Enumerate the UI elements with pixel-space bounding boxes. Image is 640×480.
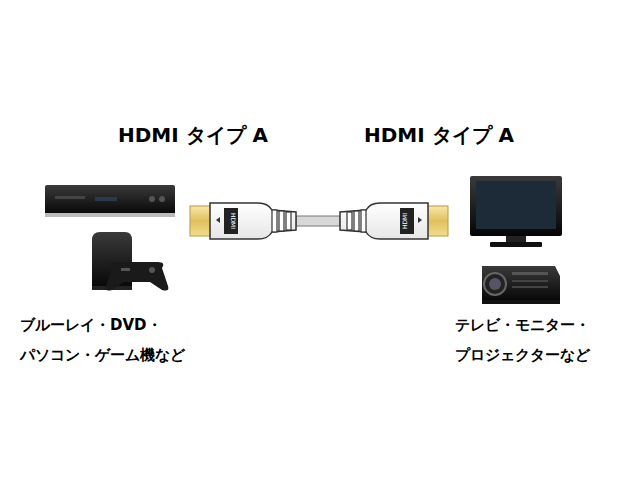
- svg-text:HDMI: HDMI: [401, 213, 408, 229]
- display-devices: テレビ・モニター・ プロジェクターなど: [455, 310, 601, 370]
- projector: [482, 266, 560, 304]
- television: [470, 176, 562, 247]
- svg-text:HDMI: HDMI: [230, 213, 237, 229]
- bluray-player: [45, 185, 175, 217]
- game-console: [92, 232, 168, 291]
- source-devices: ブルーレイ・DVD・ パソコン・ゲーム機など: [20, 310, 197, 370]
- connector-type: HDMI タイプ A: [364, 122, 514, 149]
- hdmi-cable: HDMI HDMI: [190, 203, 448, 239]
- connector-type: HDMI タイプ A: [118, 122, 268, 149]
